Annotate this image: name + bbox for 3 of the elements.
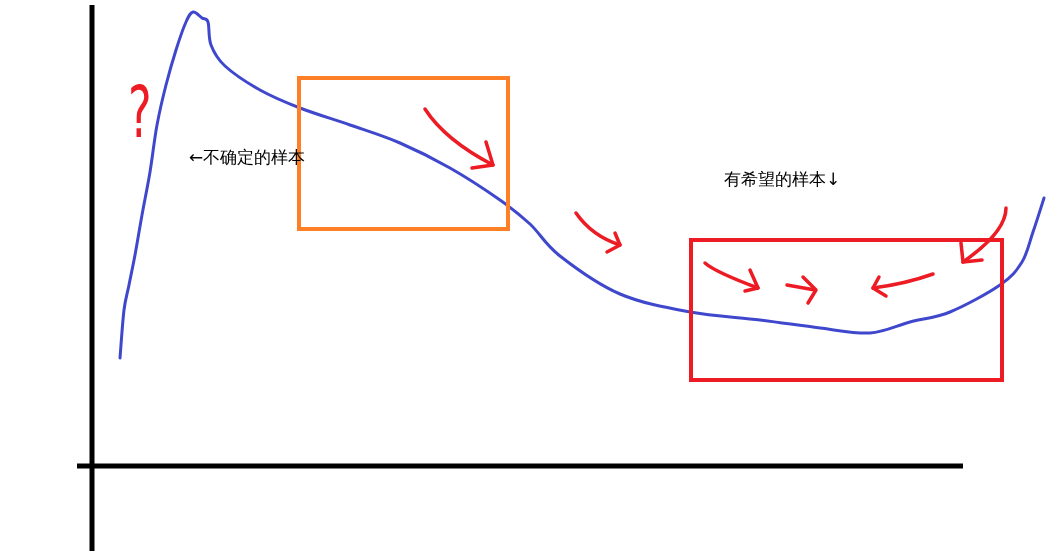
question-mark: ?: [128, 76, 152, 148]
annotation-text: 有希望的样本↓: [724, 171, 841, 188]
highlight-box: [689, 238, 1004, 382]
